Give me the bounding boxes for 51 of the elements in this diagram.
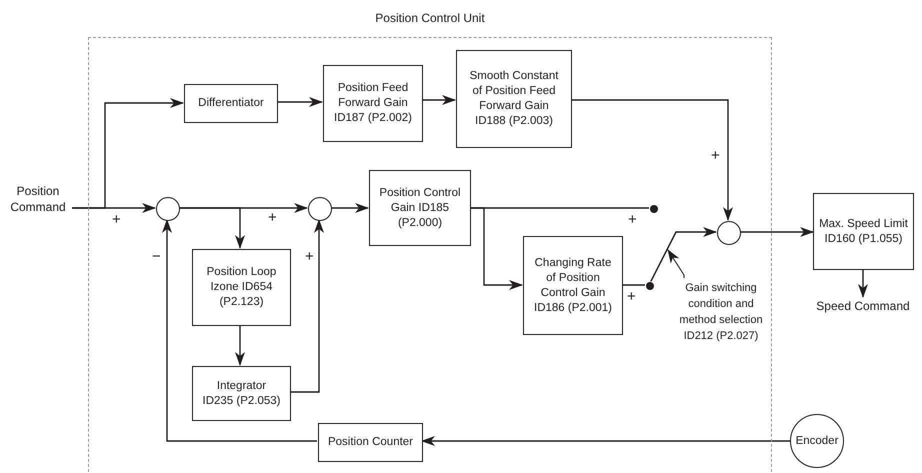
block-label: Differentiator: [198, 96, 264, 111]
block-label: Max. Speed Limit ID160 (P1.055): [818, 216, 909, 246]
arrow: [650, 227, 717, 282]
block-label: Position Counter: [328, 435, 414, 450]
signal-label: Gain switching condition and method selection ID212 (P2.027): [678, 281, 764, 344]
arrow: [858, 270, 868, 298]
arrow: [740, 227, 814, 237]
arrow: [290, 219, 324, 393]
encoder-circle: [790, 414, 844, 468]
process-box: [318, 423, 423, 462]
sign-label: +: [112, 212, 121, 227]
summing-junction: [156, 197, 180, 221]
sign-label: +: [268, 210, 277, 225]
sign-label: +: [711, 148, 720, 163]
block-label: Encoder: [796, 435, 838, 447]
process-box: [523, 236, 623, 335]
unit-title: Position Control Unit: [374, 10, 486, 26]
process-box: [369, 170, 471, 246]
signal-label: Speed Command: [816, 298, 910, 314]
arrow: [421, 436, 790, 446]
switch-contact: [650, 205, 658, 213]
block-label: Position Feed Forward Gain ID187 (P2.002): [333, 81, 413, 126]
sign-label: +: [305, 249, 314, 264]
summing-junction: [717, 221, 741, 245]
process-box: [323, 65, 423, 142]
block-label: Changing Rate of Position Control Gain ID186 (P2.001): [533, 256, 613, 316]
arrow: [235, 325, 245, 366]
process-box: [192, 366, 291, 421]
summing-junction: [308, 197, 332, 221]
sign-label: −: [152, 249, 161, 264]
arrow: [162, 219, 317, 442]
arrow: [422, 95, 456, 105]
block-label: Position Loop Izone ID654 (P2.123): [206, 265, 278, 310]
sign-label: +: [628, 212, 637, 227]
arrow: [331, 203, 369, 213]
block-label: Position Control Gain ID185 (P2.000): [378, 186, 462, 230]
switch-contact: [646, 282, 654, 290]
arrow: [571, 99, 733, 221]
process-box: [813, 193, 914, 270]
block-label: Integrator ID235 (P2.053): [202, 378, 282, 408]
leader-line: [667, 249, 684, 278]
arrow: [72, 98, 184, 209]
process-box: [184, 84, 278, 123]
process-box: [192, 249, 291, 326]
arrow: [179, 207, 245, 249]
signal-label: Position Command: [9, 183, 67, 215]
sign-label: +: [627, 289, 636, 304]
arrow: [470, 207, 523, 290]
block-label: Smooth Constant of Position Feed Forward Gain ID188 (P2.003): [468, 69, 560, 129]
process-box: [456, 50, 572, 148]
arrow: [277, 97, 323, 107]
